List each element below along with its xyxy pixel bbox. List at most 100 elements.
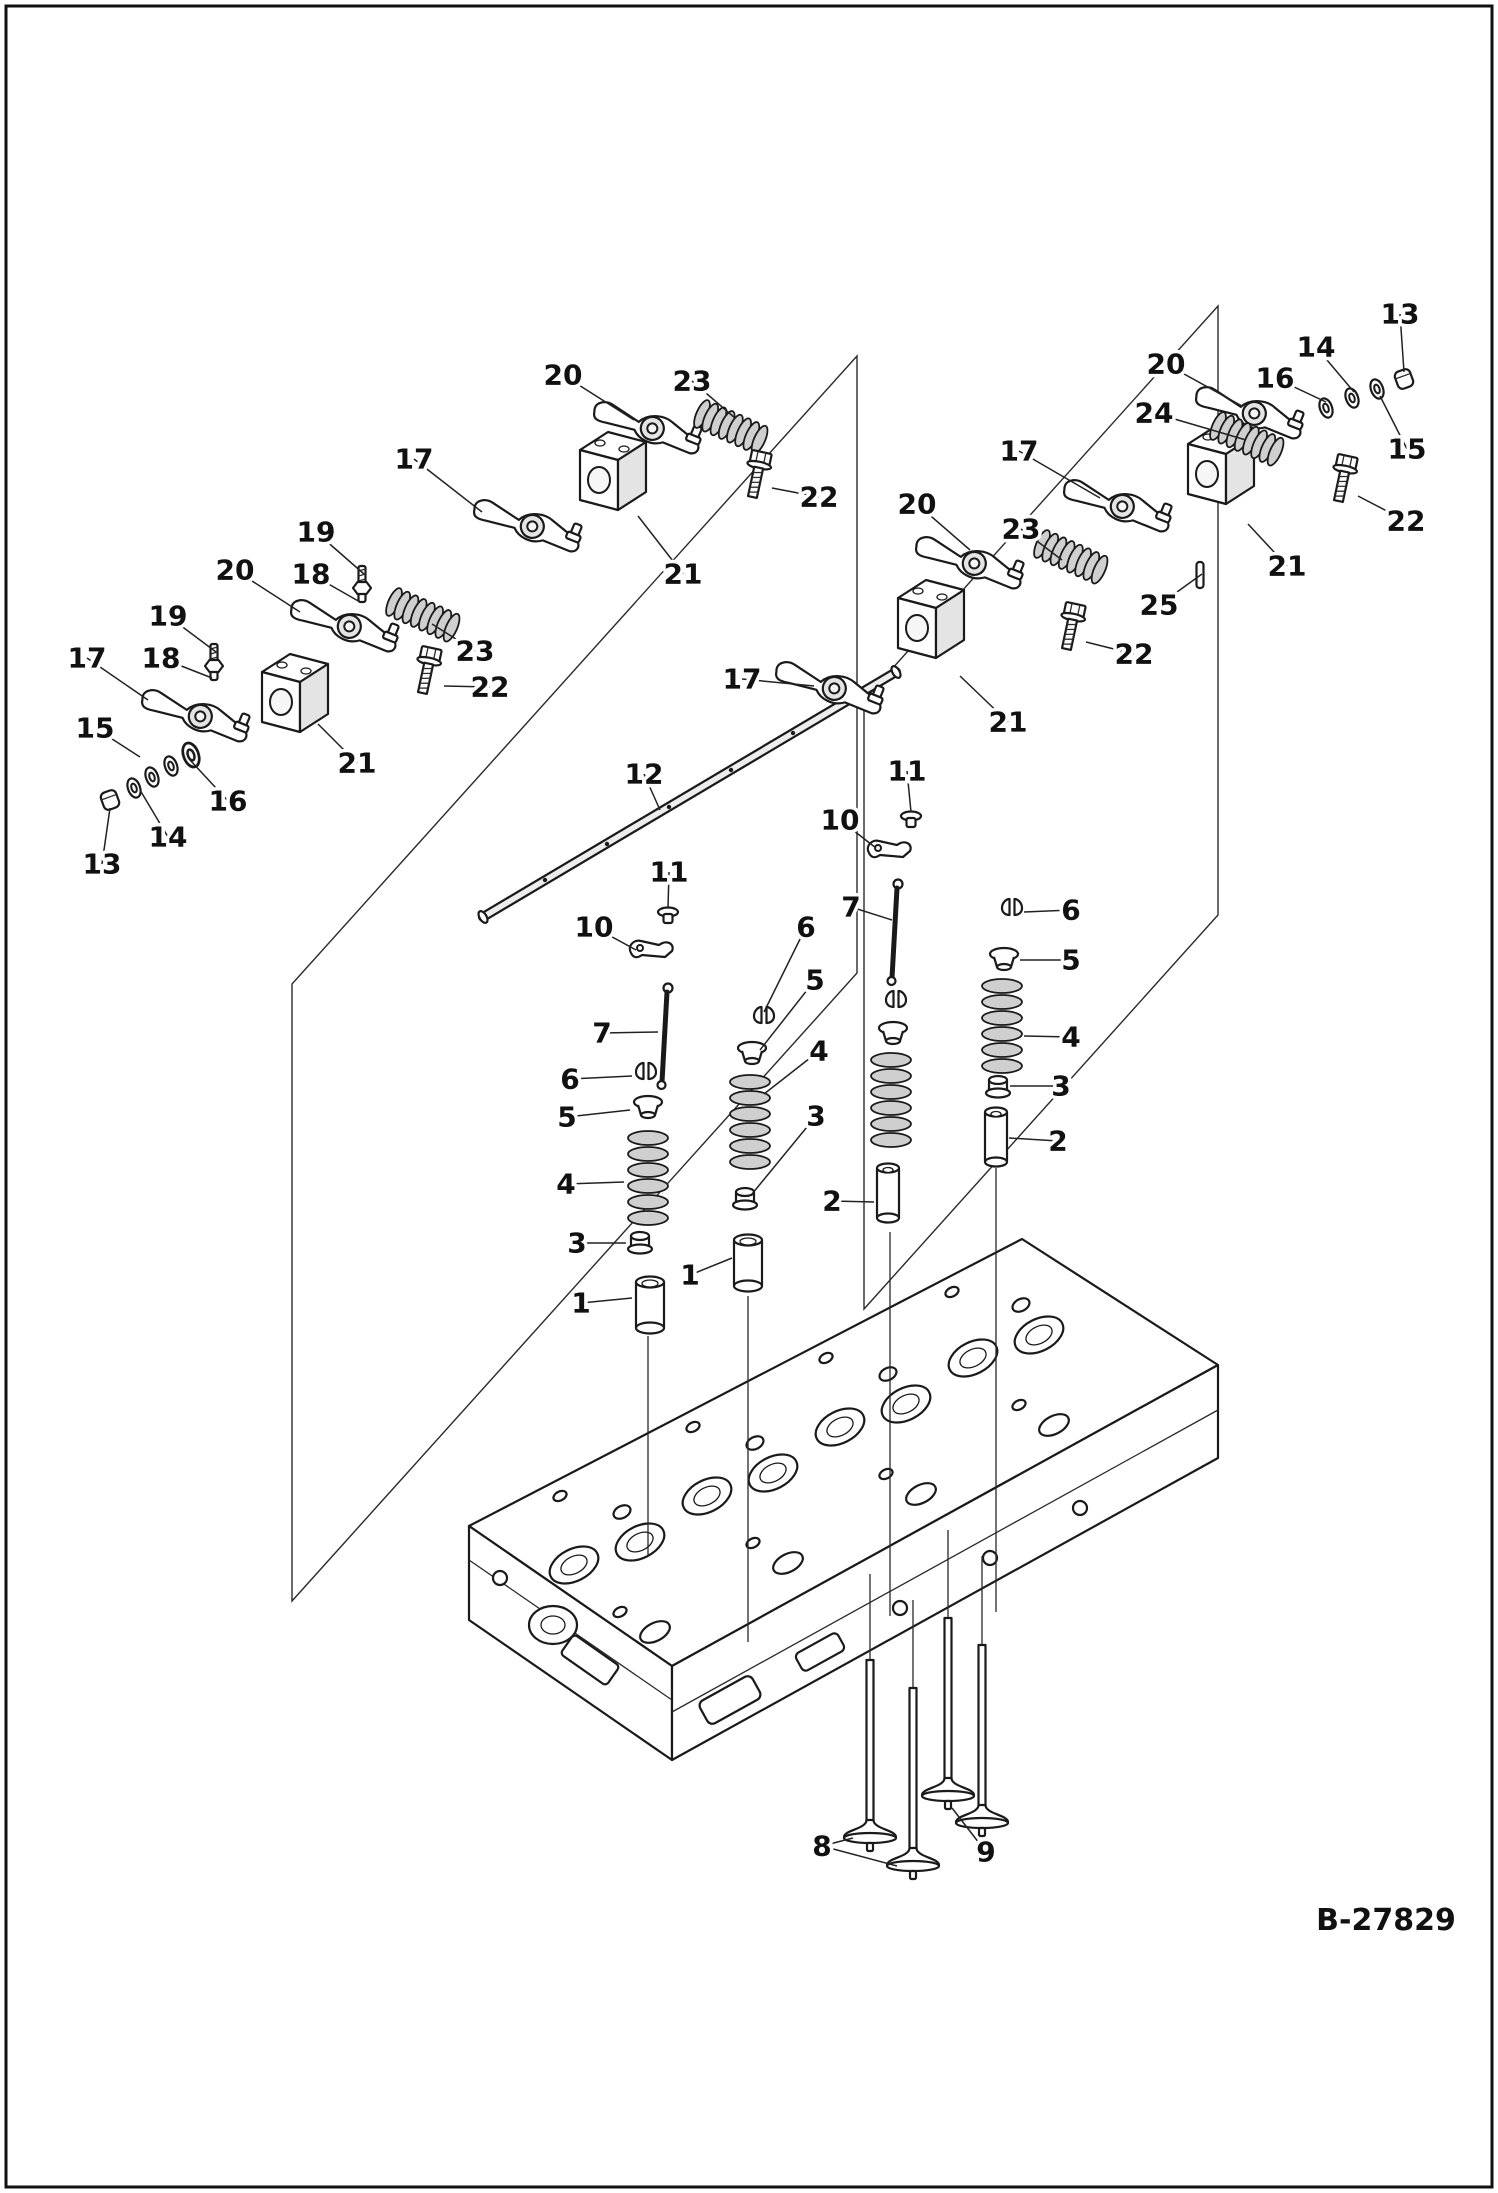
leader-line xyxy=(94,727,141,758)
valve-guide xyxy=(875,1162,901,1224)
leader-line xyxy=(667,871,670,909)
callout-22: 22 xyxy=(1387,505,1426,538)
callout-6: 6 xyxy=(1061,894,1080,927)
leader-line xyxy=(234,569,301,613)
leader-line xyxy=(916,503,971,551)
callout-1: 1 xyxy=(571,1287,590,1320)
rocker-pad xyxy=(866,839,912,859)
callout-22: 22 xyxy=(800,481,839,514)
callout-21: 21 xyxy=(338,747,377,780)
leader-line xyxy=(1023,909,1072,913)
callout-13: 13 xyxy=(83,848,122,881)
callout-19: 19 xyxy=(149,600,188,633)
construction-plane-left xyxy=(291,354,858,1603)
head-side-details xyxy=(491,1499,1089,1725)
leader-line xyxy=(763,926,807,1013)
callout-25: 25 xyxy=(1140,589,1179,622)
valve-spring xyxy=(627,1130,669,1226)
valve-spring xyxy=(729,1074,771,1170)
head-bolt-holes xyxy=(552,1285,1027,1619)
spring-retainer xyxy=(877,1020,909,1046)
valve-spring xyxy=(981,978,1023,1074)
callout-6: 6 xyxy=(796,911,815,944)
callout-4: 4 xyxy=(556,1168,575,1201)
leader-line xyxy=(1020,528,1063,561)
rocker-arm xyxy=(286,584,405,660)
leader-line xyxy=(821,1845,898,1867)
tappet xyxy=(634,1275,666,1335)
callout-13: 13 xyxy=(1381,298,1420,331)
rocker-arm xyxy=(469,484,588,560)
valve-collets xyxy=(884,989,908,1009)
leader-line xyxy=(601,1031,659,1034)
callout-19: 19 xyxy=(297,516,336,549)
leader-line xyxy=(566,1109,631,1118)
callout-20: 20 xyxy=(898,488,937,521)
leader-line xyxy=(443,685,491,688)
rocker-spring xyxy=(1029,527,1112,587)
leader-line xyxy=(160,657,213,679)
exhaust-valve xyxy=(885,1686,941,1881)
leader-line xyxy=(317,723,358,764)
push-rod xyxy=(888,880,903,986)
callout-3: 3 xyxy=(1051,1070,1070,1103)
callout-18: 18 xyxy=(142,642,181,675)
rocker-group-d xyxy=(1059,366,1416,590)
stem-seal xyxy=(626,1230,654,1255)
leader-line xyxy=(751,1115,817,1195)
leader-line xyxy=(1018,450,1101,499)
valve-spring xyxy=(870,1052,912,1148)
rocker-arm xyxy=(1059,464,1178,540)
leader-line xyxy=(565,1181,625,1185)
leader-line xyxy=(959,675,1009,723)
leader-line xyxy=(315,531,365,575)
leader-line xyxy=(850,906,893,921)
valve-collets xyxy=(634,1061,658,1081)
stem-seal xyxy=(984,1074,1012,1099)
callout-5: 5 xyxy=(805,964,824,997)
valve-assembly-4 xyxy=(981,897,1024,1168)
callout-12: 12 xyxy=(625,758,664,791)
callout-6: 6 xyxy=(560,1063,579,1096)
leader-line xyxy=(1085,641,1135,655)
callout-17: 17 xyxy=(723,663,762,696)
callout-18: 18 xyxy=(292,558,331,591)
leader-lines xyxy=(86,313,1408,1867)
intake-valve xyxy=(920,1616,976,1811)
washer xyxy=(1366,376,1388,402)
leader-line xyxy=(839,819,877,849)
leader-line xyxy=(1008,1137,1059,1142)
callout-15: 15 xyxy=(1388,433,1427,466)
callout-21: 21 xyxy=(1268,550,1307,583)
valve-assembly-1 xyxy=(626,906,680,1335)
push-rod xyxy=(658,984,673,1090)
rocker-group-a xyxy=(469,386,775,560)
construction-plane-right xyxy=(863,304,1219,1311)
callout-23: 23 xyxy=(1002,513,1041,546)
washer xyxy=(141,764,163,790)
leader-line xyxy=(821,1837,854,1847)
leader-line xyxy=(1165,363,1243,407)
spring-retainer xyxy=(632,1094,664,1120)
valve-assembly-3 xyxy=(866,810,923,1224)
callout-16: 16 xyxy=(1256,362,1295,395)
spring-retainer xyxy=(736,1040,768,1066)
callout-16: 16 xyxy=(209,785,248,818)
leader-line xyxy=(1153,412,1247,441)
callout-5: 5 xyxy=(1061,944,1080,977)
callout-2: 2 xyxy=(1048,1125,1067,1158)
shaft-bracket xyxy=(896,578,966,660)
callout-17: 17 xyxy=(1000,435,1039,468)
valve-cap xyxy=(656,906,680,925)
leader-line xyxy=(580,1297,633,1304)
callout-9: 9 xyxy=(976,1836,995,1869)
leader-line xyxy=(643,773,661,811)
leader-line xyxy=(562,374,635,421)
callout-21: 21 xyxy=(989,706,1028,739)
adjusting-stud-nut xyxy=(203,642,225,682)
rocker-pad xyxy=(628,939,674,959)
callout-3: 3 xyxy=(806,1100,825,1133)
